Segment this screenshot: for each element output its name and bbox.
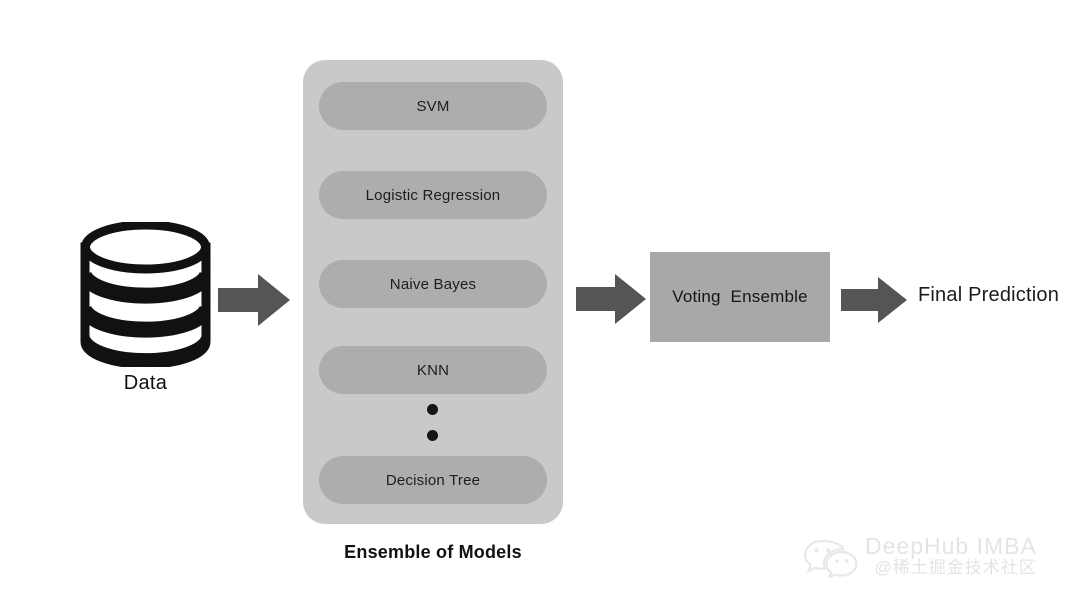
- wechat-icon: [803, 539, 858, 578]
- watermark-text: DeepHub IMBA @稀土掘金技术社区: [865, 534, 1037, 579]
- model-pill-svm[interactable]: SVM: [319, 82, 547, 130]
- model-pill-label: Naive Bayes: [389, 275, 477, 293]
- ellipsis-dot-1: [427, 404, 438, 415]
- data-source-node: Data: [78, 222, 228, 412]
- ensemble-caption: Ensemble of Models: [344, 542, 522, 562]
- model-pill-decision-tree[interactable]: Decision Tree: [319, 456, 547, 504]
- arrow-data-to-ensemble: [218, 274, 290, 326]
- ellipsis-dot-2: [427, 430, 438, 441]
- watermark-brand: DeepHub IMBA: [865, 533, 1037, 559]
- data-source-label: Data: [123, 372, 168, 394]
- final-prediction-label: Final Prediction: [918, 284, 1060, 306]
- arrow-ensemble-to-voting: [576, 274, 646, 324]
- voting-ensemble-box[interactable]: Voting Ensemble: [650, 252, 830, 342]
- ensemble-group: SVM Logistic Regression Naive Bayes KNN …: [303, 60, 563, 566]
- ensemble-container: SVM Logistic Regression Naive Bayes KNN …: [303, 60, 563, 524]
- model-pill-label: Decision Tree: [385, 471, 481, 489]
- model-pill-label: KNN: [416, 361, 450, 379]
- model-pill-label: Logistic Regression: [365, 186, 501, 204]
- model-pill-naive-bayes[interactable]: Naive Bayes: [319, 260, 547, 308]
- database-cylinder-icon: [80, 222, 211, 367]
- model-pill-label: SVM: [416, 97, 450, 115]
- arrow-voting-to-final: [841, 277, 907, 323]
- model-pill-knn[interactable]: KNN: [319, 346, 547, 394]
- watermark: DeepHub IMBA @稀土掘金技术社区: [803, 534, 1073, 600]
- watermark-handle: @稀土掘金技术社区: [874, 558, 1037, 578]
- voting-ensemble-label: Voting Ensemble: [672, 287, 808, 306]
- model-pill-logistic-regression[interactable]: Logistic Regression: [319, 171, 547, 219]
